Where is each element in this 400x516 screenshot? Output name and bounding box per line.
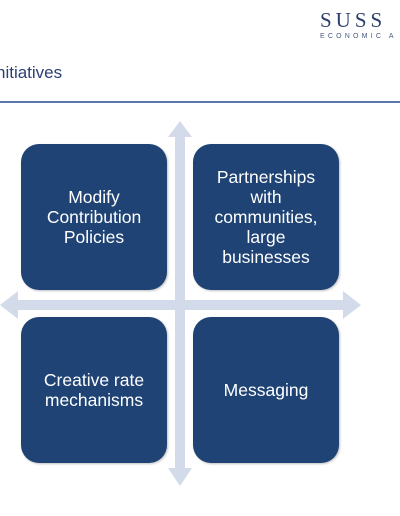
slide-title: nitiatives xyxy=(0,63,63,82)
quadrant-top-right: Partnerships with communities, large bus… xyxy=(193,144,339,290)
horizontal-double-arrow xyxy=(0,291,361,319)
quadrant-bottom-right-label: Messaging xyxy=(223,380,309,400)
quadrant-bottom-left-label: Creative rate mechanisms xyxy=(43,370,145,410)
quadrant-top-left-label: Modify Contribution Policies xyxy=(46,187,142,247)
quadrant-bottom-right: Messaging xyxy=(193,317,339,463)
quadrant-top-right-label: Partnerships with communities, large bus… xyxy=(214,167,318,267)
logo-wordmark: SUSS xyxy=(320,8,387,32)
quadrant-bottom-left: Creative rate mechanisms xyxy=(21,317,167,463)
quadrant-top-left: Modify Contribution Policies xyxy=(21,144,167,290)
title-divider xyxy=(0,101,400,103)
logo: SUSS ECONOMIC A xyxy=(320,8,397,42)
logo-tagline: ECONOMIC A xyxy=(320,33,397,40)
